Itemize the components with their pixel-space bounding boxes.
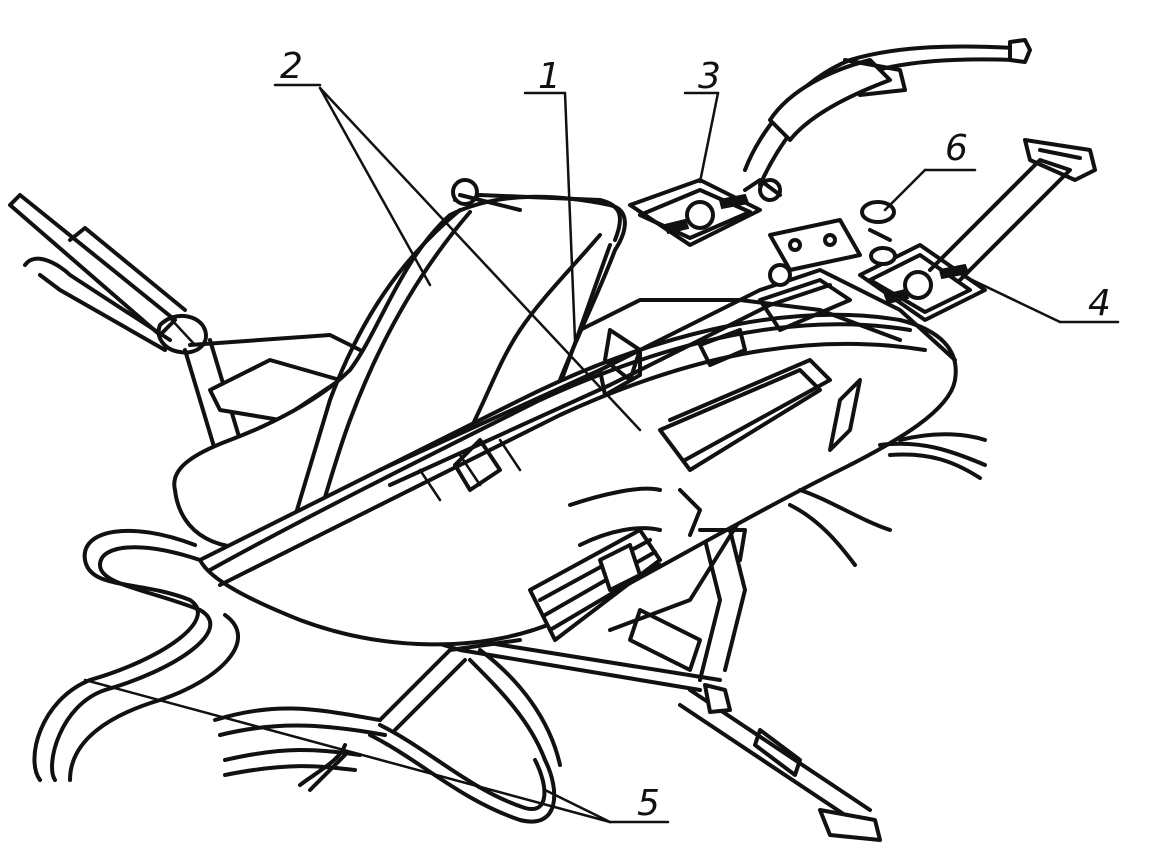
valve-plates — [628, 178, 987, 322]
callout-4: 4 — [1088, 283, 1111, 324]
callout-labels: 2 1 3 6 4 5 — [280, 46, 1111, 824]
leader-5b — [543, 788, 612, 824]
hose-assembly — [743, 38, 1032, 202]
left-straps — [8, 193, 208, 355]
callout-3: 3 — [698, 56, 721, 97]
leader-4 — [966, 276, 1062, 324]
callout-2: 2 — [280, 46, 303, 87]
base-frame — [183, 333, 747, 732]
leader-6 — [883, 168, 927, 212]
leader-5a — [83, 678, 612, 824]
lower-right-strap — [678, 683, 882, 842]
leader-3 — [698, 91, 720, 184]
right-strap — [928, 138, 1097, 282]
callout-1: 1 — [538, 56, 561, 97]
leader-1 — [563, 91, 577, 342]
ring-fitting — [860, 200, 897, 266]
callout-5: 5 — [637, 783, 660, 824]
lower-shell — [198, 278, 958, 647]
leader-lines — [83, 83, 1120, 824]
leader-2a — [318, 86, 432, 287]
callout-6: 6 — [945, 128, 968, 169]
leader-2b — [318, 86, 642, 432]
front-buckle — [528, 486, 747, 642]
tube-loops — [32, 528, 562, 824]
right-loose-straps — [788, 432, 987, 567]
